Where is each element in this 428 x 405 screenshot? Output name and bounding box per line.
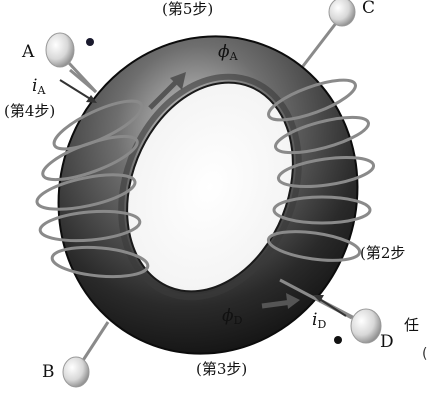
current-d-label: iD [312, 310, 327, 331]
current-arrow-a [59, 79, 97, 103]
terminal-a [45, 32, 75, 68]
terminal-d [350, 308, 382, 344]
terminal-b-label: B [42, 362, 55, 382]
coil-d [266, 78, 376, 320]
step-5-label: (第5步) [162, 0, 214, 18]
terminal-c-label: C [362, 0, 376, 18]
flux-arrow-a [148, 72, 186, 110]
flux-arrow-d [261, 293, 300, 309]
flux-a-label: ϕA [218, 42, 238, 63]
polarity-dot-a [86, 38, 94, 46]
coil-a [35, 68, 150, 279]
terminal-b [62, 356, 90, 388]
polarity-dot-d [334, 336, 342, 344]
lead-wire-a [66, 60, 98, 94]
partial-glyph: ( [422, 346, 427, 362]
flux-d-label: ϕD [222, 306, 243, 327]
step-4-label: (第4步) [4, 102, 56, 120]
step-3-label: (第3步) [196, 360, 248, 378]
terminal-a-label: A [22, 42, 35, 62]
lead-wire-b [78, 321, 110, 366]
step-2-label: (第2步 [360, 244, 406, 262]
partial-text: 任 [404, 316, 420, 334]
terminal-c [328, 0, 356, 27]
terminal-d-label: D [380, 332, 394, 352]
current-a-label: iA [32, 76, 46, 97]
current-arrow-d [313, 295, 347, 317]
